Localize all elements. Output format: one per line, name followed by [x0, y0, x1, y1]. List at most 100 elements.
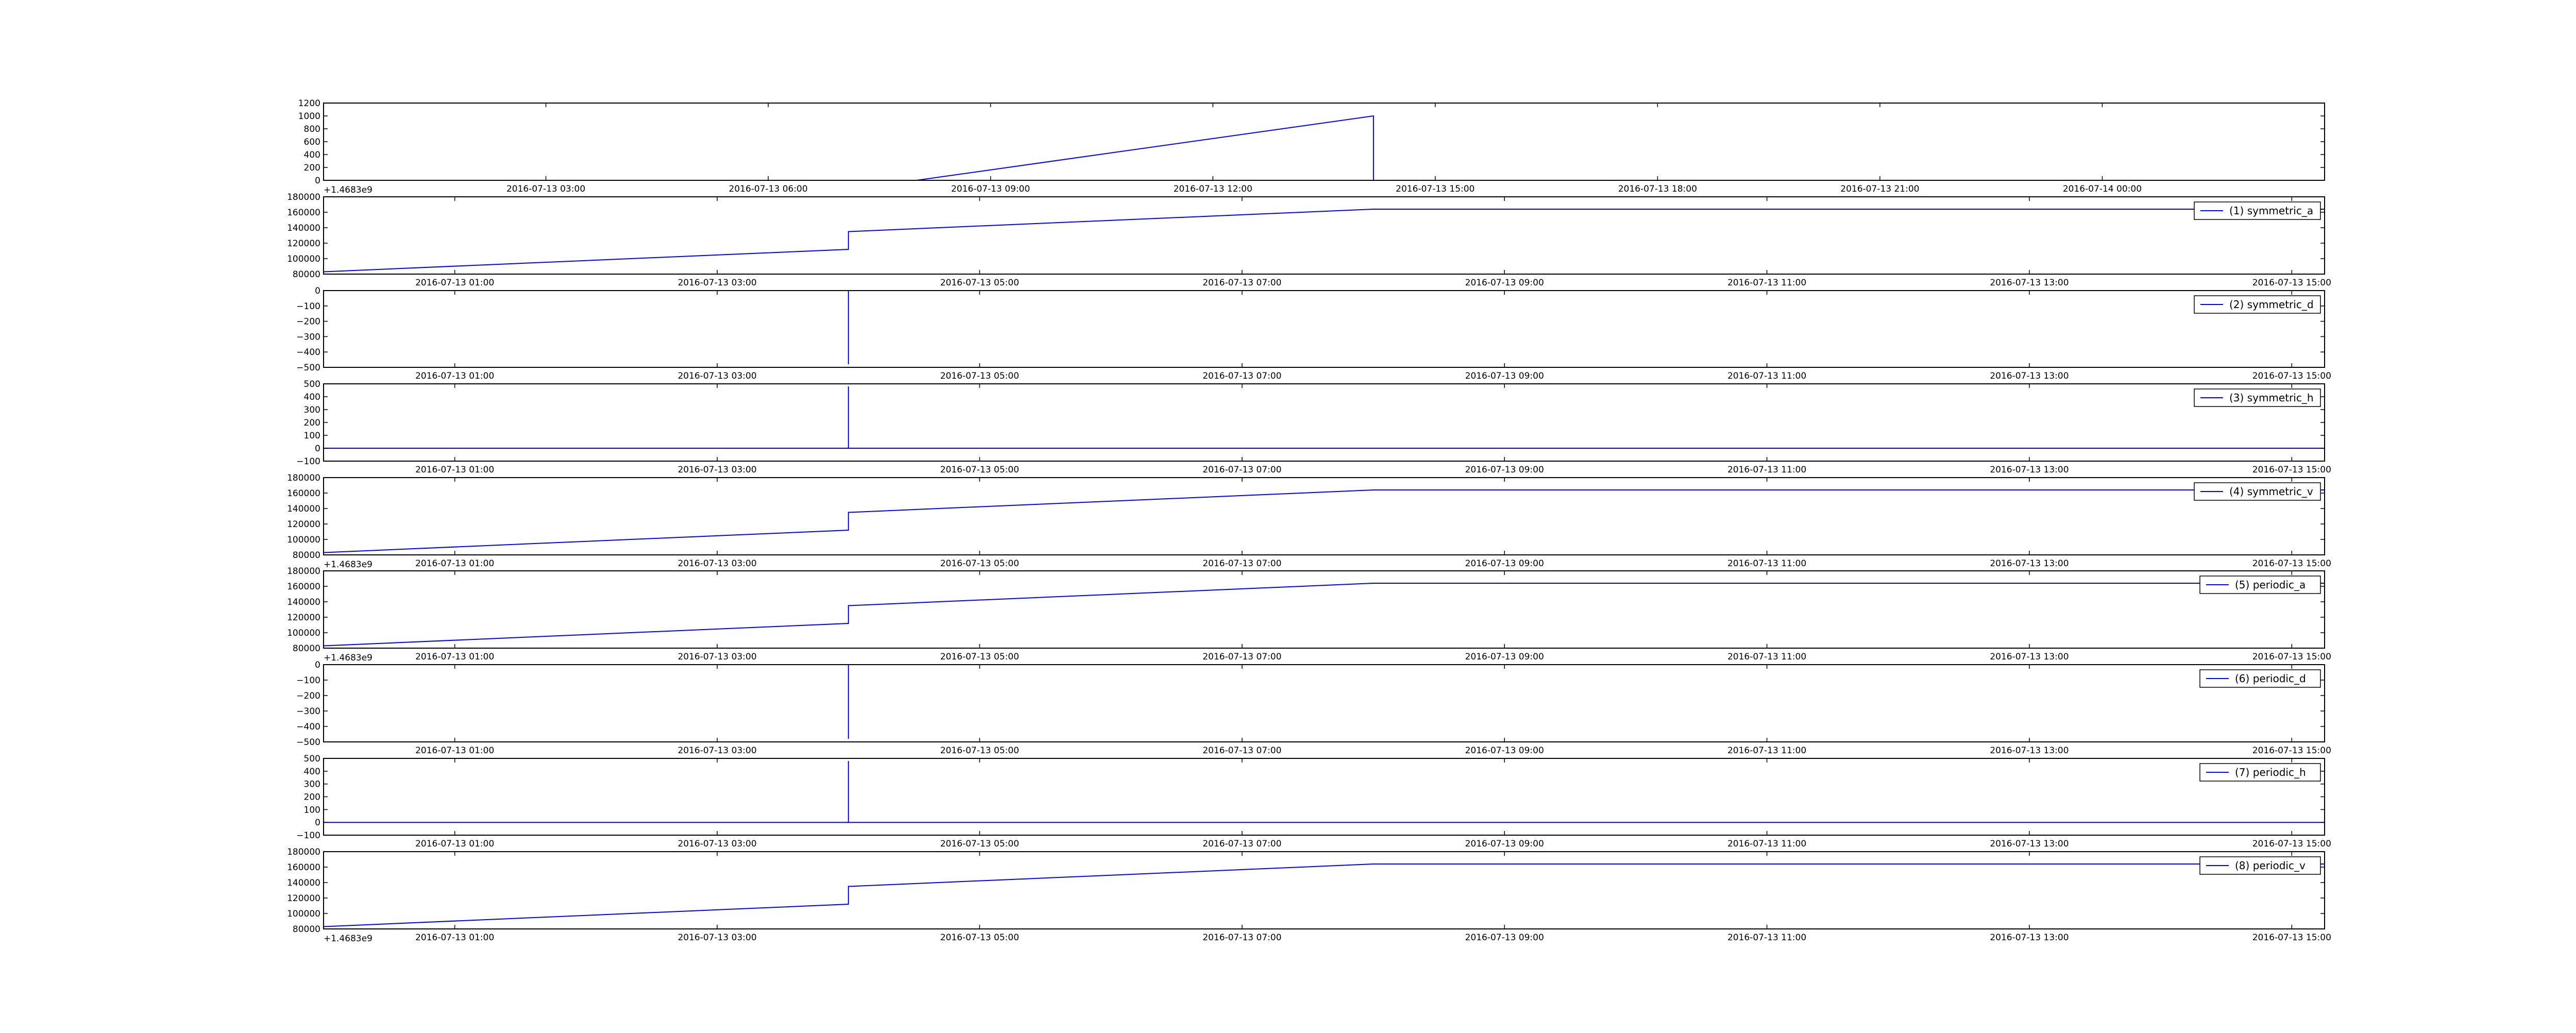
x-tick-label: 2016-07-13 11:00 — [1727, 558, 1806, 569]
x-tick-label: 2016-07-13 01:00 — [415, 558, 494, 569]
legend: (2) symmetric_d — [2194, 295, 2321, 314]
y-tick-label: −500 — [296, 737, 320, 748]
x-tick-label: 2016-07-13 07:00 — [1202, 652, 1281, 662]
x-tick-label: 2016-07-13 01:00 — [415, 465, 494, 475]
y-tick-label: 80000 — [293, 269, 320, 280]
x-tick-label: 2016-07-13 09:00 — [1465, 465, 1544, 475]
y-tick-label: −500 — [296, 363, 320, 373]
y-tick-label: 1200 — [298, 98, 320, 109]
y-tick-label: −100 — [296, 456, 320, 467]
y-tick-label: −300 — [296, 706, 320, 717]
y-tick-label: 0 — [315, 818, 320, 828]
x-tick-label: 2016-07-13 11:00 — [1727, 278, 1806, 288]
legend-label: (5) periodic_a — [2235, 579, 2306, 591]
y-tick-label: −100 — [296, 675, 320, 686]
legend-label: (8) periodic_v — [2235, 859, 2306, 872]
series-line-8-1 — [324, 761, 2325, 823]
y-tick-label: 100000 — [287, 535, 320, 545]
series-line-5-1 — [323, 489, 2325, 553]
x-tick-label: 2016-07-13 05:00 — [940, 465, 1019, 475]
x-tick-label: 2016-07-13 03:00 — [677, 839, 756, 849]
y-tick-label: −400 — [296, 722, 320, 732]
x-tick-label: 2016-07-13 09:00 — [1465, 652, 1544, 662]
legend: (3) symmetric_h — [2194, 388, 2321, 407]
y-tick-label: 140000 — [287, 223, 320, 233]
y-tick-label: 120000 — [287, 893, 320, 904]
y-tick-label: −100 — [296, 831, 320, 841]
y-tick-label: 160000 — [287, 208, 320, 218]
y-tick-label: 160000 — [287, 488, 320, 499]
y-tick-label: 0 — [315, 444, 320, 454]
x-tick-label: 2016-07-13 03:00 — [506, 184, 585, 194]
x-tick-label: 2016-07-13 03:00 — [677, 746, 756, 756]
y-tick-label: 200 — [304, 418, 320, 428]
x-offset-label: +1.4683e9 — [324, 653, 372, 663]
legend: (8) periodic_v — [2199, 856, 2321, 875]
y-tick-label: 300 — [304, 780, 320, 790]
y-tick-label: 80000 — [293, 550, 320, 561]
y-tick-label: 180000 — [287, 192, 320, 202]
y-tick-label: 140000 — [287, 504, 320, 514]
y-tick-label: 160000 — [287, 582, 320, 592]
y-tick-label: 0 — [315, 286, 320, 296]
chart-5: 180000160000140000120000100000800002016-… — [287, 473, 2331, 570]
axes-frame — [323, 477, 2325, 555]
x-tick-label: 2016-07-13 01:00 — [415, 371, 494, 381]
x-tick-label: 2016-07-13 07:00 — [1202, 746, 1281, 756]
series-line-3-1 — [324, 290, 2325, 364]
legend: (4) symmetric_v — [2194, 482, 2321, 501]
x-tick-label: 2016-07-13 11:00 — [1727, 652, 1806, 662]
x-tick-label: 2016-07-13 05:00 — [940, 652, 1019, 662]
y-tick-label: 80000 — [293, 924, 320, 935]
x-tick-label: 2016-07-13 03:00 — [677, 371, 756, 381]
x-tick-label: 2016-07-13 09:00 — [1465, 933, 1544, 943]
legend-label: (3) symmetric_h — [2229, 392, 2314, 404]
series-line-7-1 — [324, 664, 2325, 739]
y-tick-label: 0 — [315, 176, 320, 186]
legend-label: (6) periodic_d — [2235, 672, 2306, 685]
legend-label: (7) periodic_h — [2235, 766, 2306, 778]
y-tick-label: 200 — [304, 792, 320, 803]
chart-9: 180000160000140000120000100000800002016-… — [287, 847, 2331, 944]
x-tick-label: 2016-07-13 01:00 — [415, 933, 494, 943]
x-tick-label: 2016-07-13 11:00 — [1727, 746, 1806, 756]
x-tick-label: 2016-07-13 05:00 — [940, 839, 1019, 849]
y-tick-label: 500 — [304, 754, 320, 764]
x-tick-label: 2016-07-13 05:00 — [940, 933, 1019, 943]
series-line-1-1 — [324, 115, 2325, 181]
x-tick-label: 2016-07-13 13:00 — [1990, 278, 2069, 288]
y-tick-label: 400 — [304, 767, 320, 777]
legend: (5) periodic_a — [2199, 575, 2321, 594]
y-tick-label: −300 — [296, 332, 320, 342]
x-tick-label: 2016-07-13 09:00 — [1465, 558, 1544, 569]
y-tick-label: 120000 — [287, 613, 320, 623]
legend-box — [2199, 575, 2321, 594]
x-tick-label: 2016-07-13 21:00 — [1840, 184, 1919, 194]
x-tick-label: 2016-07-13 11:00 — [1727, 465, 1806, 475]
x-tick-label: 2016-07-13 03:00 — [677, 278, 756, 288]
x-tick-label: 2016-07-13 01:00 — [415, 839, 494, 849]
y-tick-label: 400 — [304, 150, 320, 160]
y-tick-label: 80000 — [293, 643, 320, 654]
x-tick-label: 2016-07-13 07:00 — [1202, 371, 1281, 381]
x-tick-label: 2016-07-13 09:00 — [951, 184, 1030, 194]
x-tick-label: 2016-07-13 05:00 — [940, 746, 1019, 756]
x-tick-label: 2016-07-13 05:00 — [940, 278, 1019, 288]
y-tick-label: −200 — [296, 317, 320, 327]
axes-frame — [323, 383, 2325, 462]
x-offset-label: +1.4683e9 — [324, 185, 372, 195]
x-tick-label: 2016-07-13 13:00 — [1990, 746, 2069, 756]
x-tick-label: 2016-07-13 13:00 — [1990, 652, 2069, 662]
y-tick-label: 120000 — [287, 239, 320, 249]
axes-frame — [323, 851, 2325, 929]
x-tick-label: 2016-07-13 07:00 — [1202, 839, 1281, 849]
y-tick-label: 400 — [304, 392, 320, 402]
series-line-9-1 — [323, 863, 2325, 927]
x-tick-label: 2016-07-13 11:00 — [1727, 839, 1806, 849]
x-tick-label: 2016-07-13 15:00 — [2252, 465, 2331, 475]
x-tick-label: 2016-07-13 09:00 — [1465, 746, 1544, 756]
